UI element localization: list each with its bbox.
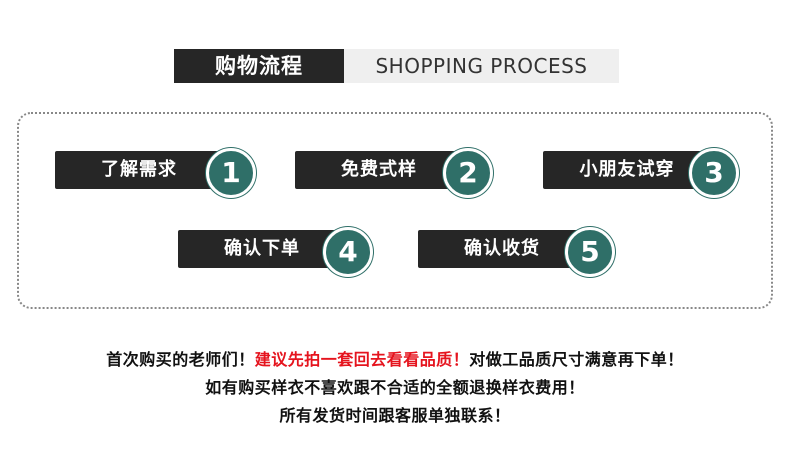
process-container <box>17 112 773 309</box>
header-title-en: SHOPPING PROCESS <box>344 49 619 83</box>
step-2: 免费式样 2 <box>295 148 493 198</box>
step-4: 确认下单 4 <box>178 227 373 277</box>
step-5-label: 确认收货 <box>418 230 586 268</box>
notice-line-1: 首次购买的老师们！建议先拍一套回去看看品质！对做工品质尺寸满意再下单！ <box>0 346 790 370</box>
step-2-number: 2 <box>443 148 493 198</box>
step-1-number: 1 <box>206 148 256 198</box>
header-title-cn: 购物流程 <box>174 49 344 83</box>
step-4-label: 确认下单 <box>178 230 346 268</box>
step-3: 小朋友试穿 3 <box>543 148 739 198</box>
step-2-label: 免费式样 <box>295 151 463 189</box>
notice-line-2: 如有购买样衣不喜欢跟不合适的全额退换样衣费用！ <box>205 378 585 397</box>
section-header: 购物流程 SHOPPING PROCESS <box>174 49 619 83</box>
step-4-number: 4 <box>323 227 373 277</box>
notice-line-1-pre: 首次购买的老师们！ <box>106 350 255 369</box>
step-5: 确认收货 5 <box>418 227 615 277</box>
notice-line-1-post: 对做工品质尺寸满意再下单！ <box>469 350 684 369</box>
notice-line-3: 所有发货时间跟客服单独联系！ <box>279 406 511 425</box>
step-3-number: 3 <box>689 148 739 198</box>
step-1-label: 了解需求 <box>55 151 223 189</box>
step-5-number: 5 <box>565 227 615 277</box>
notice-line-1-highlight: 建议先拍一套回去看看品质！ <box>254 350 470 369</box>
step-1: 了解需求 1 <box>55 148 256 198</box>
step-3-label: 小朋友试穿 <box>543 151 711 189</box>
